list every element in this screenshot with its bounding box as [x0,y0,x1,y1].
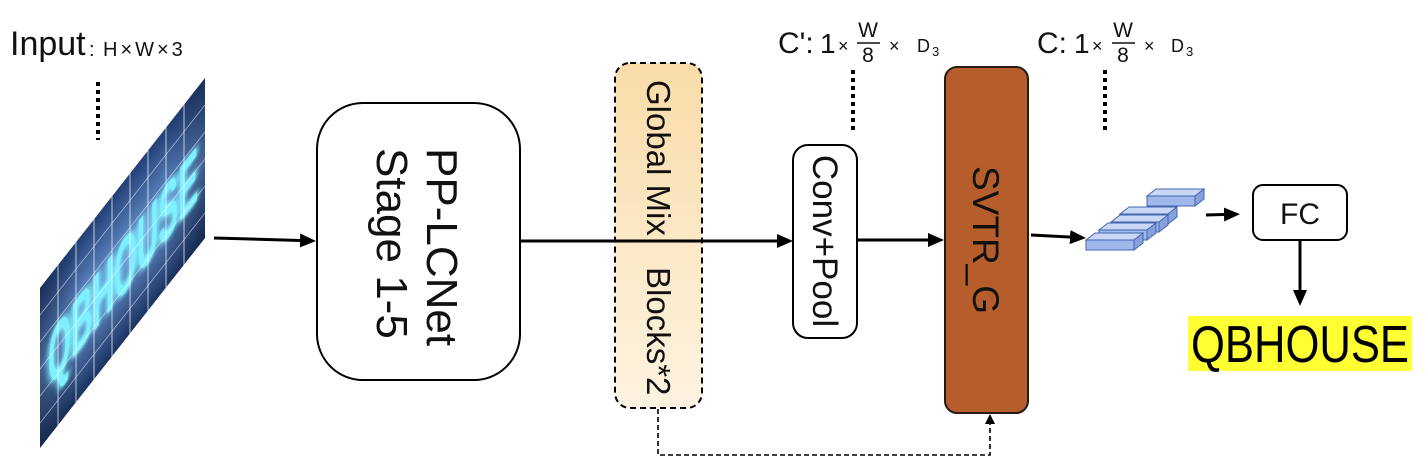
conv-pool-label: Conv+Pool [805,155,844,327]
feature-block [1145,187,1206,208]
fraction-numerator: W [858,19,878,42]
input-label-text: Input [10,25,86,63]
shape-times: × [1144,36,1155,56]
grid-line [40,185,205,397]
global-mix-block: Global Mix Blocks*2 [614,62,703,409]
svtr-g-box [944,66,1029,414]
input-colon: : [89,39,95,61]
input-image-grid [40,104,205,426]
feature-block-top [1109,214,1170,223]
arrow-features-to-fc [1205,207,1240,222]
global-mix-title: Global Mix [640,80,677,236]
feature-block-top [1145,188,1206,197]
shape-dim-subscript: 3 [932,44,939,59]
fc-label: FC [1280,198,1320,231]
shape-times: × [889,36,900,56]
input-dims: H×W×3 [103,39,186,61]
global-mix-box [614,62,703,409]
feature-block [1084,231,1145,252]
arrow-input-to-pplcnet [213,233,316,248]
input-image-vignette [40,77,205,448]
feature-block-front [1085,239,1135,251]
pplcnet-stage: Stage 1-5 [367,148,416,339]
shape-name: C': [778,27,814,60]
shape-label-c-prime: C': 1 × W 8 × D 3 [778,19,939,67]
input-image: QBHOUSE [40,77,205,448]
shape-label-c: C: 1 × W 8 × D 3 [1037,19,1193,67]
feature-block-top [1118,206,1179,215]
shape-name: C: [1037,27,1067,60]
fraction-numerator: W [1113,19,1133,42]
fraction-denominator: 8 [1117,44,1129,67]
shape-dim: D [917,36,930,56]
feature-block-top [1084,232,1145,241]
dashed-skip-connection [657,409,995,456]
arrow-svtr-to-features [1030,230,1086,245]
output-highlight [1188,316,1412,371]
global-mix-count: Blocks*2 [640,267,677,395]
shape-dim: D [1171,36,1184,56]
svtr-g-block: SVTR_G [944,66,1029,414]
pplcnet-title: PP-LCNet [417,148,466,346]
output-prediction: QBHOUSE [1188,316,1412,374]
shape-coef: 1 [1074,28,1090,59]
shape-times: × [838,36,849,56]
input-label: Input : H×W×3 [10,25,186,63]
grid-line [40,104,205,316]
output-text: QBHOUSE [1191,316,1409,374]
shape-coef: 1 [820,28,836,59]
grid-line [40,131,205,343]
feature-block-front [1146,195,1196,207]
feature-block-top [1097,222,1158,231]
pplcnet-block: PP-LCNet Stage 1-5 [316,102,521,381]
fc-block: FC [1252,184,1348,241]
grid-line [40,212,205,424]
shape-times: × [1092,36,1103,56]
shape-dim-subscript: 3 [1186,44,1193,59]
svtr-g-label: SVTR_G [965,166,1006,314]
grid-line [40,158,205,370]
conv-pool-block: Conv+Pool [792,144,858,339]
feature-sequence [1084,187,1206,252]
fraction-denominator: 8 [862,44,874,67]
